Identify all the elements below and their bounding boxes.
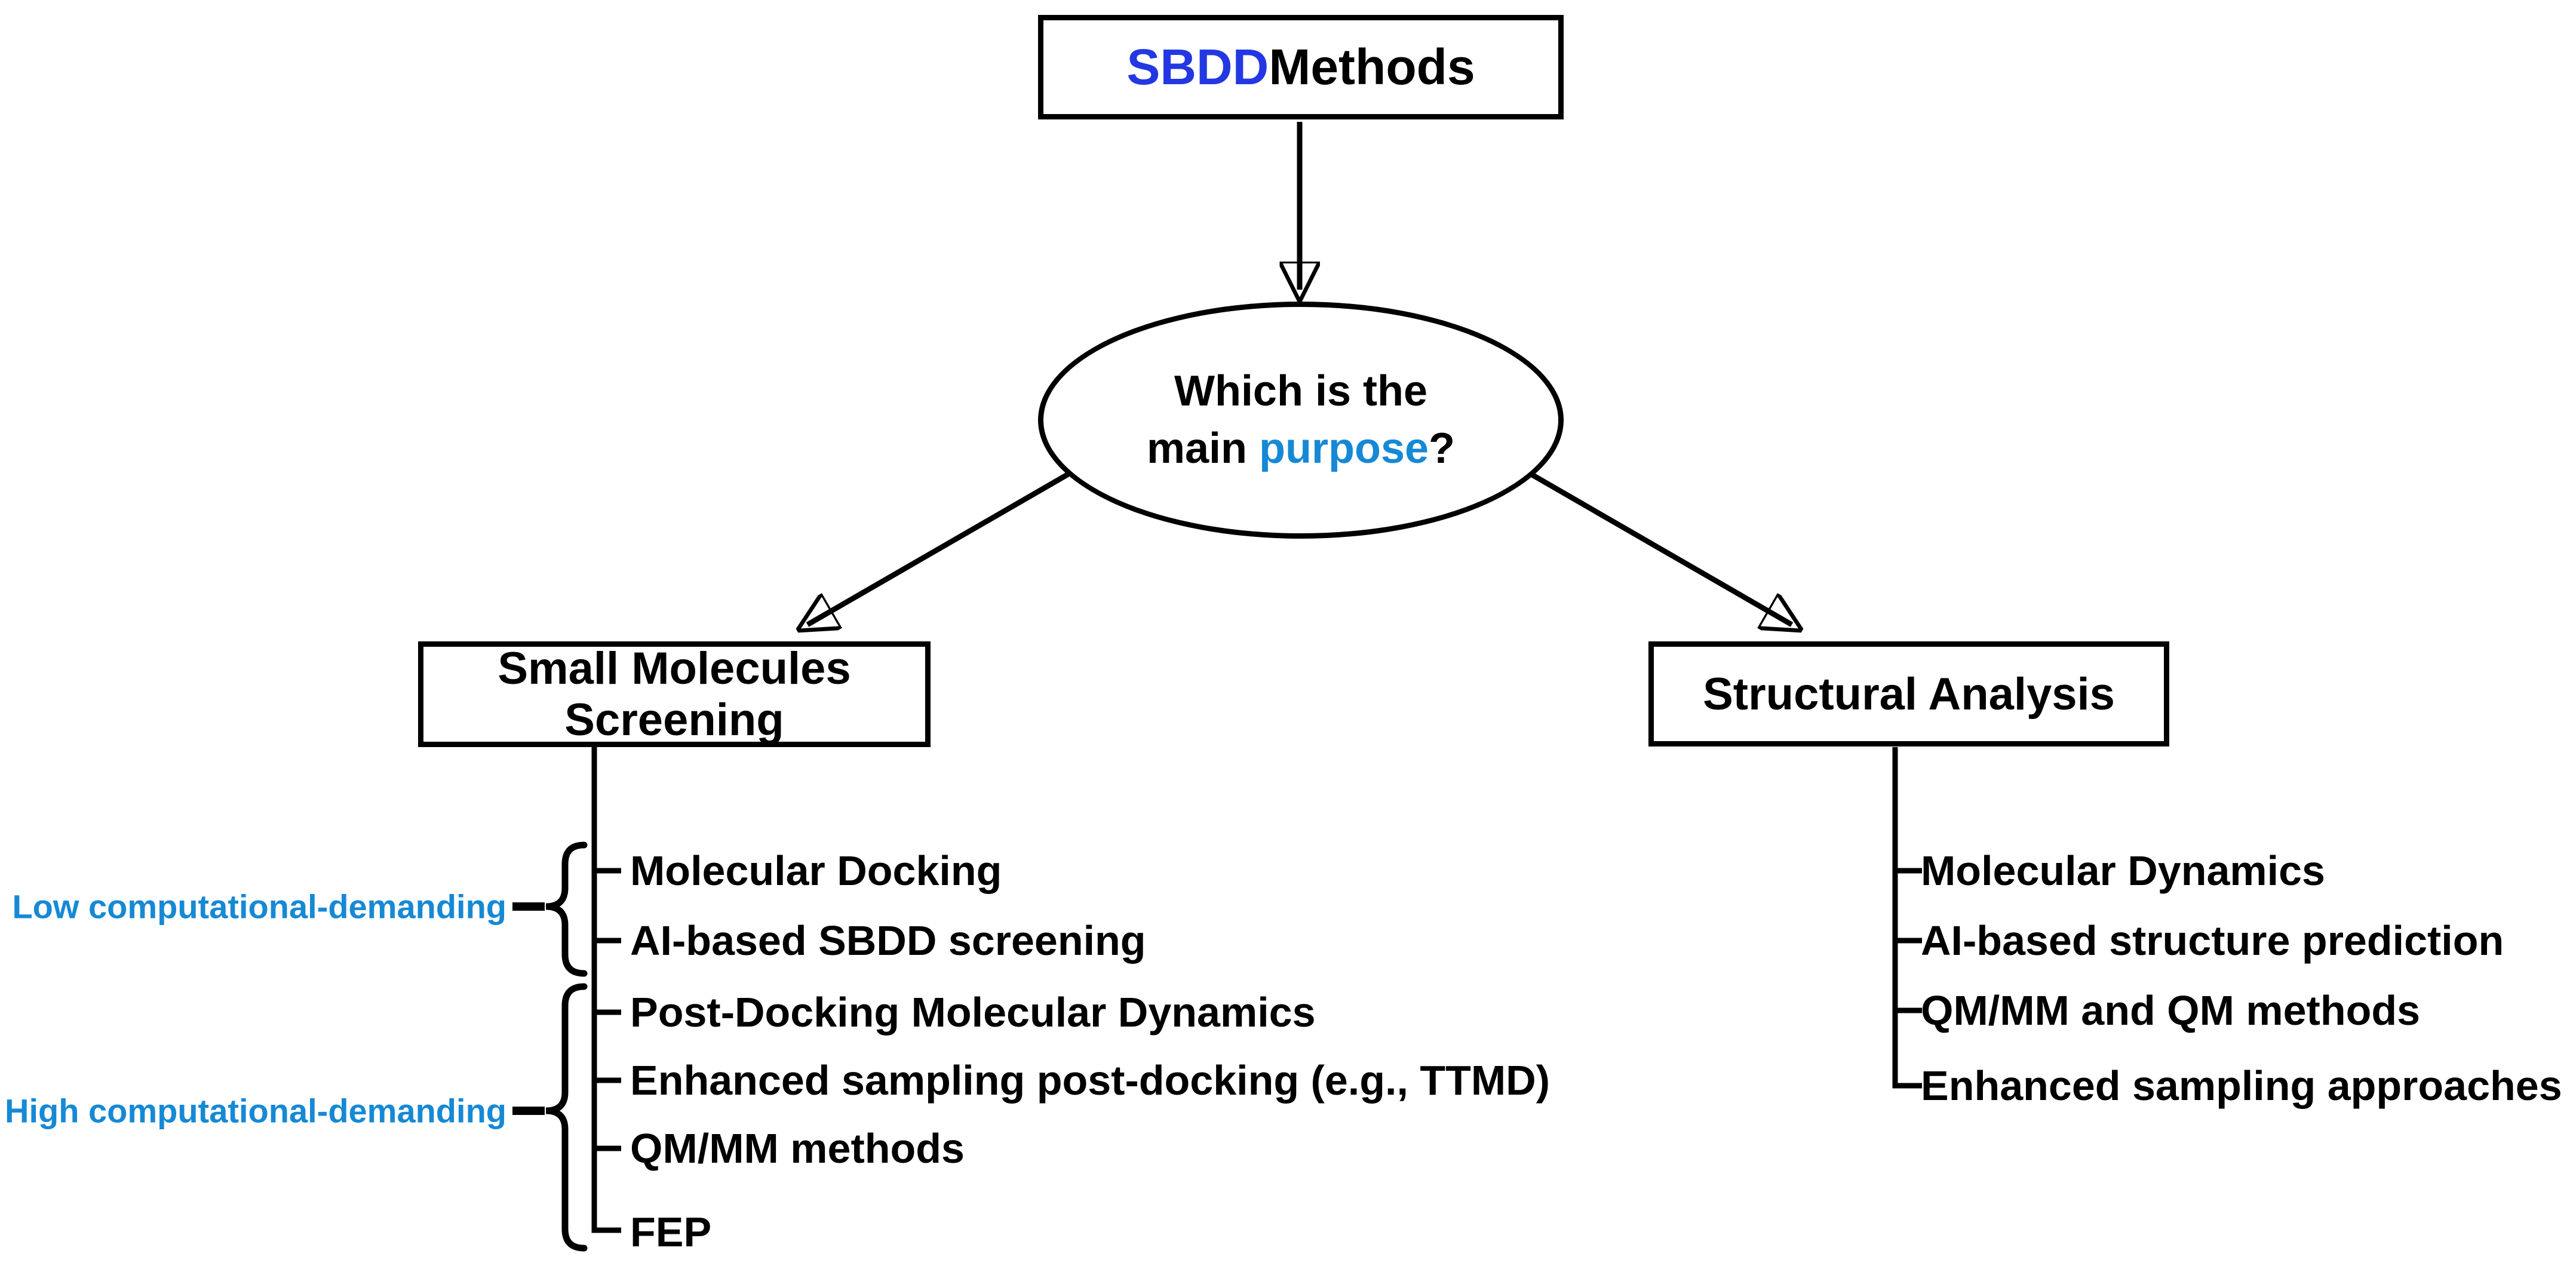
right-method-item: AI-based structure prediction [1921, 917, 2504, 964]
left-box-title-line-2: Screening [564, 694, 784, 745]
right-box-title: Structural Analysis [1703, 668, 2115, 720]
right-method-item: Enhanced sampling approaches [1921, 1062, 2562, 1109]
left-list-tick-marks [594, 868, 621, 1151]
left-method-item: FEP [630, 1209, 712, 1255]
right-list-tick-marks [1895, 868, 1922, 1013]
sbdd-methods-text: Methods [1269, 39, 1475, 95]
node-small-molecules-screening: Small Molecules Screening [418, 641, 931, 747]
node-decision-purpose: Which is the main purpose? [1038, 302, 1564, 539]
high-computational-label: High computational-demanding [5, 1092, 506, 1130]
right-method-item: Molecular Dynamics [1921, 847, 2325, 894]
left-box-title-line-1: Small Molecules [498, 643, 851, 695]
low-computational-label: Low computational-demanding [12, 887, 506, 926]
left-method-item: Post-Docking Molecular Dynamics [630, 989, 1316, 1036]
left-list-trunk-line [591, 747, 621, 1233]
high-group-brace [545, 983, 588, 1252]
right-list-trunk-line [1892, 747, 1922, 1089]
arrow-decision-to-right-box [1527, 471, 1792, 625]
decision-line-1: Which is the [1174, 367, 1428, 416]
node-sbdd-methods: SBDD Methods [1038, 15, 1564, 119]
arrow-decision-to-left-box [808, 471, 1072, 625]
decision-line-2: main purpose? [1146, 424, 1456, 472]
left-method-item: Enhanced sampling post-docking (e.g., TT… [630, 1057, 1550, 1104]
node-structural-analysis: Structural Analysis [1648, 641, 2169, 746]
left-method-item: AI-based SBDD screening [630, 917, 1146, 964]
right-method-item: QM/MM and QM methods [1921, 987, 2421, 1034]
sbdd-accent-text: SBDD [1126, 39, 1269, 95]
left-method-item: QM/MM methods [630, 1125, 965, 1172]
left-method-item: Molecular Docking [630, 847, 1002, 894]
purpose-accent-text: purpose [1259, 424, 1429, 472]
low-group-brace [545, 841, 588, 977]
